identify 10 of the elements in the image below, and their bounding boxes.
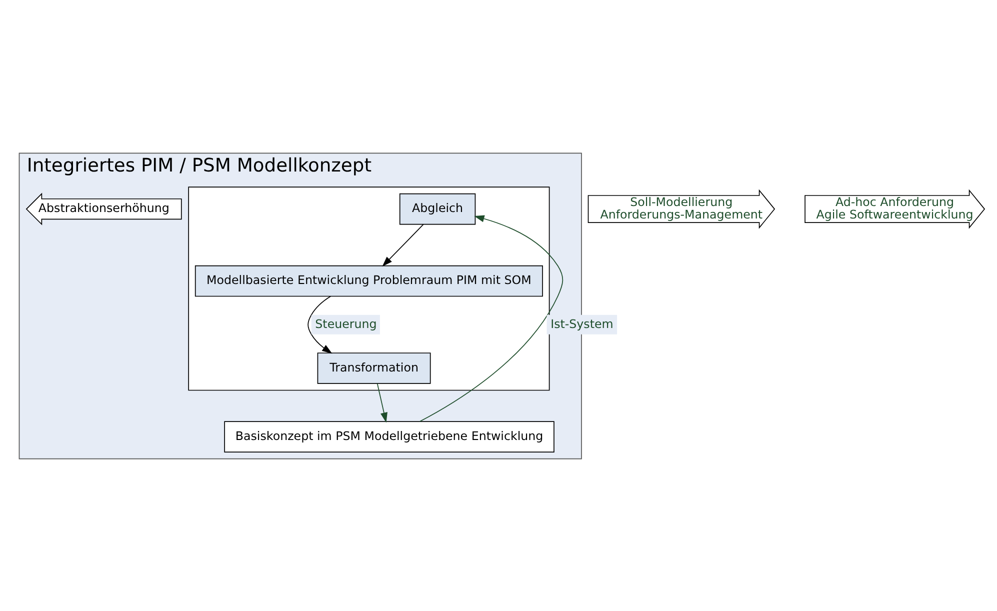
node-box: Basiskonzept im PSM Modellgetriebene Entwicklung <box>224 420 554 452</box>
node-box: Modellbasierte Entwicklung Problemraum PIM mit SOM <box>194 264 543 296</box>
node-box: Transformation <box>317 352 431 384</box>
arrow <box>419 214 564 422</box>
arrow <box>376 382 388 422</box>
arrow <box>308 295 332 354</box>
node-box: Abgleich <box>399 192 476 224</box>
cluster <box>188 186 550 390</box>
edge-label: Steuerung <box>315 316 377 331</box>
arrow <box>382 224 424 266</box>
